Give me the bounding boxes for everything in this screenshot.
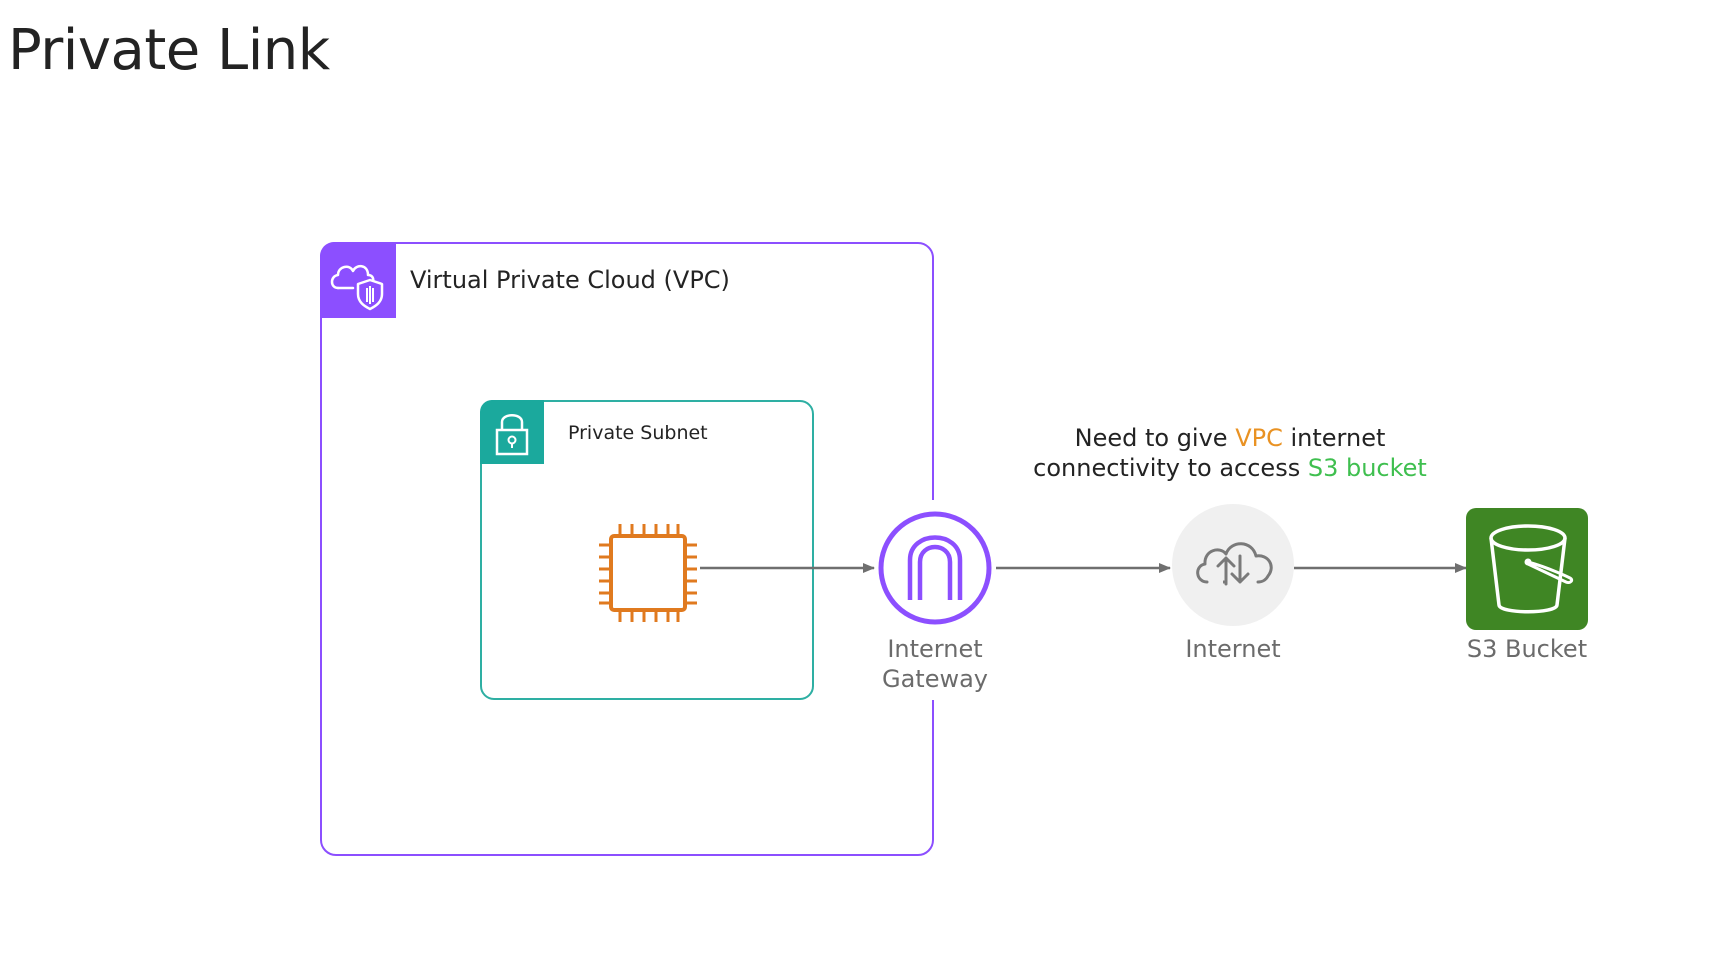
internet-gateway-label-line2: Gateway bbox=[881, 665, 989, 693]
vpc-label: Virtual Private Cloud (VPC) bbox=[410, 266, 730, 294]
s3-bucket-icon bbox=[1466, 508, 1588, 630]
note-vpc-highlight: VPC bbox=[1235, 424, 1283, 452]
note-text-2: internet connectivity to access bbox=[1033, 424, 1386, 482]
s3-bucket-label: S3 Bucket bbox=[1466, 635, 1588, 663]
ec2-instance-chip-icon bbox=[599, 524, 697, 622]
cloud-upload-download-icon bbox=[1172, 504, 1294, 626]
annotation-note: Need to give VPC internet connectivity t… bbox=[1000, 423, 1460, 483]
note-s3-highlight: S3 bucket bbox=[1307, 454, 1427, 482]
internet-gateway-icon bbox=[878, 511, 992, 625]
vpc-cloud-shield-icon bbox=[320, 242, 396, 318]
page-title: Private Link bbox=[8, 18, 330, 83]
vpc-container: Virtual Private Cloud (VPC) bbox=[320, 242, 934, 856]
internet-gateway-label: Internet Gateway bbox=[875, 634, 995, 694]
padlock-icon bbox=[480, 400, 544, 464]
note-text-1: Need to give bbox=[1074, 424, 1236, 452]
internet-label: Internet bbox=[1185, 635, 1281, 663]
private-subnet-label: Private Subnet bbox=[568, 422, 708, 444]
internet-gateway-label-line1: Internet bbox=[887, 635, 983, 663]
